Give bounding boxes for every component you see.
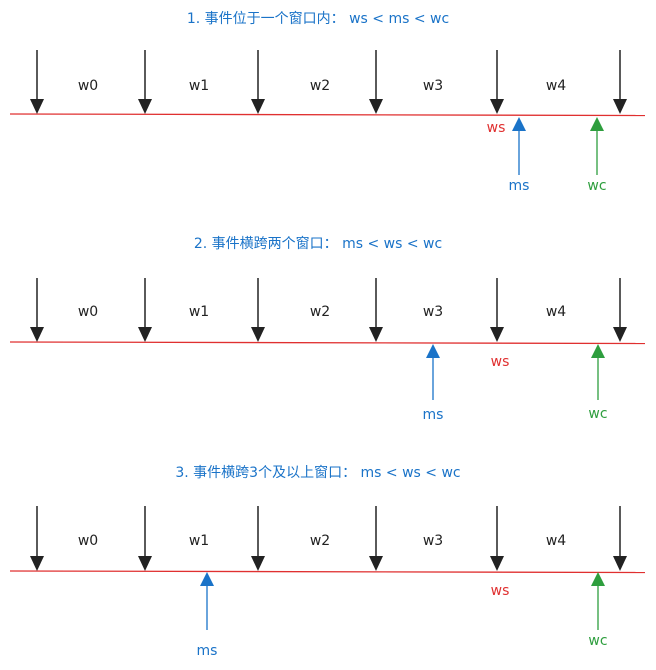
window-label: w0	[78, 533, 98, 549]
window-label: w0	[78, 78, 98, 94]
window-label: w3	[423, 533, 443, 549]
window-label: w1	[189, 533, 209, 549]
window-label: w2	[310, 304, 330, 320]
window-label: w3	[423, 78, 443, 94]
wc-arrow-head	[591, 572, 605, 586]
window-label: w1	[189, 78, 209, 94]
ms-label: ms	[197, 643, 218, 659]
ms-arrow-head	[512, 117, 526, 131]
window-label: w2	[310, 533, 330, 549]
wc-label: wc	[588, 633, 607, 649]
window-label: w0	[78, 304, 98, 320]
ms-label: ms	[423, 407, 444, 423]
wc-label: wc	[588, 406, 607, 422]
panel-2: 2. 事件横跨两个窗口： ms < ws < wc w0 w1 w2 w3 w4 ws ms w…	[9, 235, 646, 423]
window-boundary-arrow-head	[613, 99, 627, 114]
panel-3: 3. 事件横跨3个及以上窗口： ms < ws < wc w0 w1 w2 w3 w4 ws…	[9, 464, 646, 659]
panel-title: 1. 事件位于一个窗口内： ws < ms < wc	[187, 10, 449, 27]
window-boundary-arrow-head	[613, 556, 627, 571]
window-label: w4	[546, 304, 566, 320]
window-boundary-arrow-head	[490, 327, 504, 342]
window-boundary-arrow-head	[138, 99, 152, 114]
panel-1: 1. 事件位于一个窗口内： ws < ms < wc w0 w1 w2 w3 w4 ws ms…	[9, 10, 646, 194]
ws-label: ws	[487, 120, 506, 136]
window-boundary-arrow-head	[490, 99, 504, 114]
window-boundary-arrow-head	[251, 99, 265, 114]
window-label: w3	[423, 304, 443, 320]
window-label: w2	[310, 78, 330, 94]
window-boundary-arrow-head	[369, 556, 383, 571]
timeline	[9, 113, 646, 117]
window-boundary-arrow-head	[30, 327, 44, 342]
window-boundary-arrow-head	[138, 556, 152, 571]
window-boundary-arrow-head	[613, 327, 627, 342]
ms-label: ms	[509, 178, 530, 194]
wc-arrow-head	[590, 117, 604, 131]
ms-arrow-head	[200, 572, 214, 586]
panel-title: 3. 事件横跨3个及以上窗口： ms < ws < wc	[175, 464, 460, 481]
window-label: w4	[546, 533, 566, 549]
window-boundary-arrow-head	[369, 327, 383, 342]
ws-label: ws	[491, 354, 510, 370]
window-boundary-arrow-head	[138, 327, 152, 342]
panel-title: 2. 事件横跨两个窗口： ms < ws < wc	[194, 235, 442, 252]
window-boundary-arrow-head	[30, 99, 44, 114]
window-boundary-arrow-head	[30, 556, 44, 571]
window-label: w1	[189, 304, 209, 320]
window-boundary-arrow-head	[369, 99, 383, 114]
window-boundary-arrow-head	[251, 327, 265, 342]
timeline	[9, 341, 646, 345]
wc-label: wc	[587, 178, 606, 194]
ws-label: ws	[491, 583, 510, 599]
ms-arrow-head	[426, 344, 440, 358]
window-label: w4	[546, 78, 566, 94]
window-boundary-arrow-head	[251, 556, 265, 571]
timeline	[9, 570, 646, 574]
wc-arrow-head	[591, 344, 605, 358]
window-boundary-arrow-head	[490, 556, 504, 571]
